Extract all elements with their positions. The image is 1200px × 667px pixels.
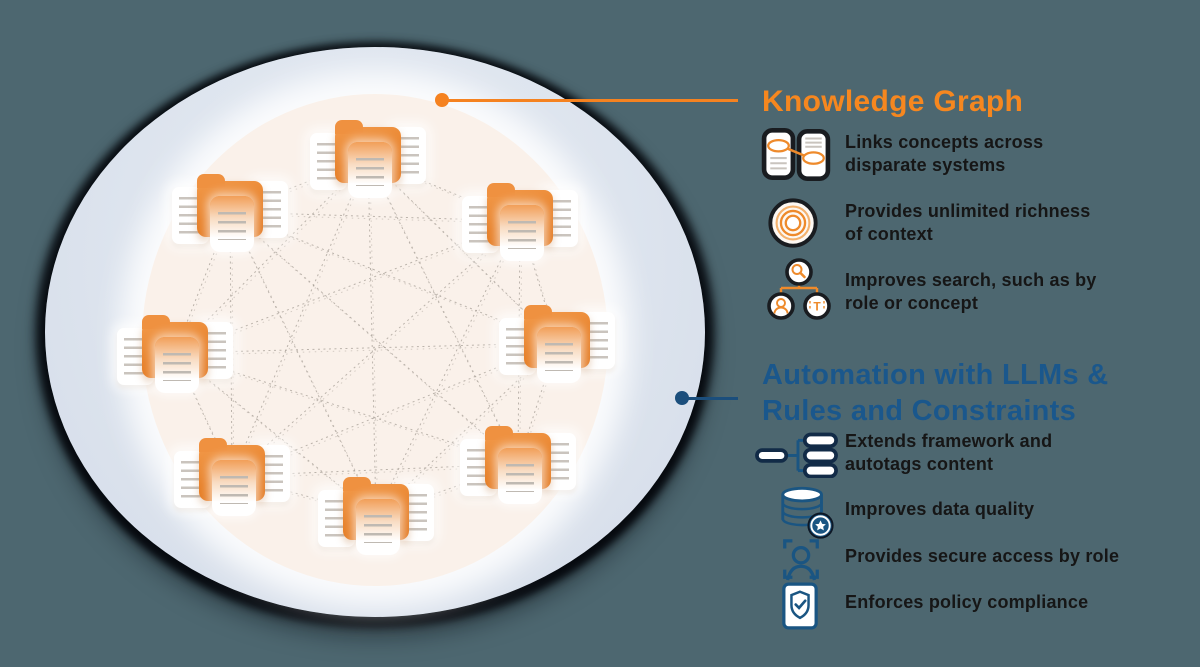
folder-node: [117, 313, 233, 393]
search-by-role-icon: T: [767, 258, 831, 331]
knowledge-graph-title: Knowledge Graph: [762, 85, 1024, 118]
policy-compliance-icon: [781, 581, 819, 636]
folder-node: [499, 303, 615, 383]
knowledge-graph-callout-line: [445, 99, 738, 102]
folder-node: [318, 475, 434, 555]
automation-item-text: Improves data quality: [845, 499, 1035, 519]
knowledge-graph-item-text: Provides unlimited richness of context: [845, 201, 1091, 244]
folder-node: [310, 118, 426, 198]
folder-node: [462, 181, 578, 261]
knowledge-graph-item-text: Improves search, such as by role or conc…: [845, 270, 1097, 313]
context-rings-icon: [766, 196, 820, 255]
data-quality-icon: [776, 484, 836, 547]
document-icon: [498, 448, 542, 504]
folder-node: [172, 172, 288, 252]
document-icon: [356, 499, 400, 555]
automation-callout-line: [687, 397, 738, 400]
folder-node: [460, 424, 576, 504]
document-icon: [212, 460, 256, 516]
automation-item-text: Enforces policy compliance: [845, 592, 1089, 612]
document-icon: [500, 205, 544, 261]
tag-tree-icon: [755, 432, 839, 483]
automation-callout-dot: [675, 391, 689, 405]
automation-item-text: Extends framework and autotags content: [845, 431, 1053, 474]
folder-node: [174, 436, 290, 516]
document-icon: [348, 142, 392, 198]
svg-text:T: T: [813, 300, 821, 314]
secure-access-icon: [779, 537, 823, 588]
linked-documents-icon: [761, 126, 831, 189]
document-icon: [210, 196, 254, 252]
automation-title: Automation with LLMs & Rules and Constra…: [762, 359, 1109, 427]
knowledge-graph-item-text: Links concepts across disparate systems: [845, 132, 1044, 175]
document-icon: [537, 327, 581, 383]
knowledge-graph-callout-dot: [435, 93, 449, 107]
automation-item-text: Provides secure access by role: [845, 546, 1120, 566]
document-icon: [155, 337, 199, 393]
